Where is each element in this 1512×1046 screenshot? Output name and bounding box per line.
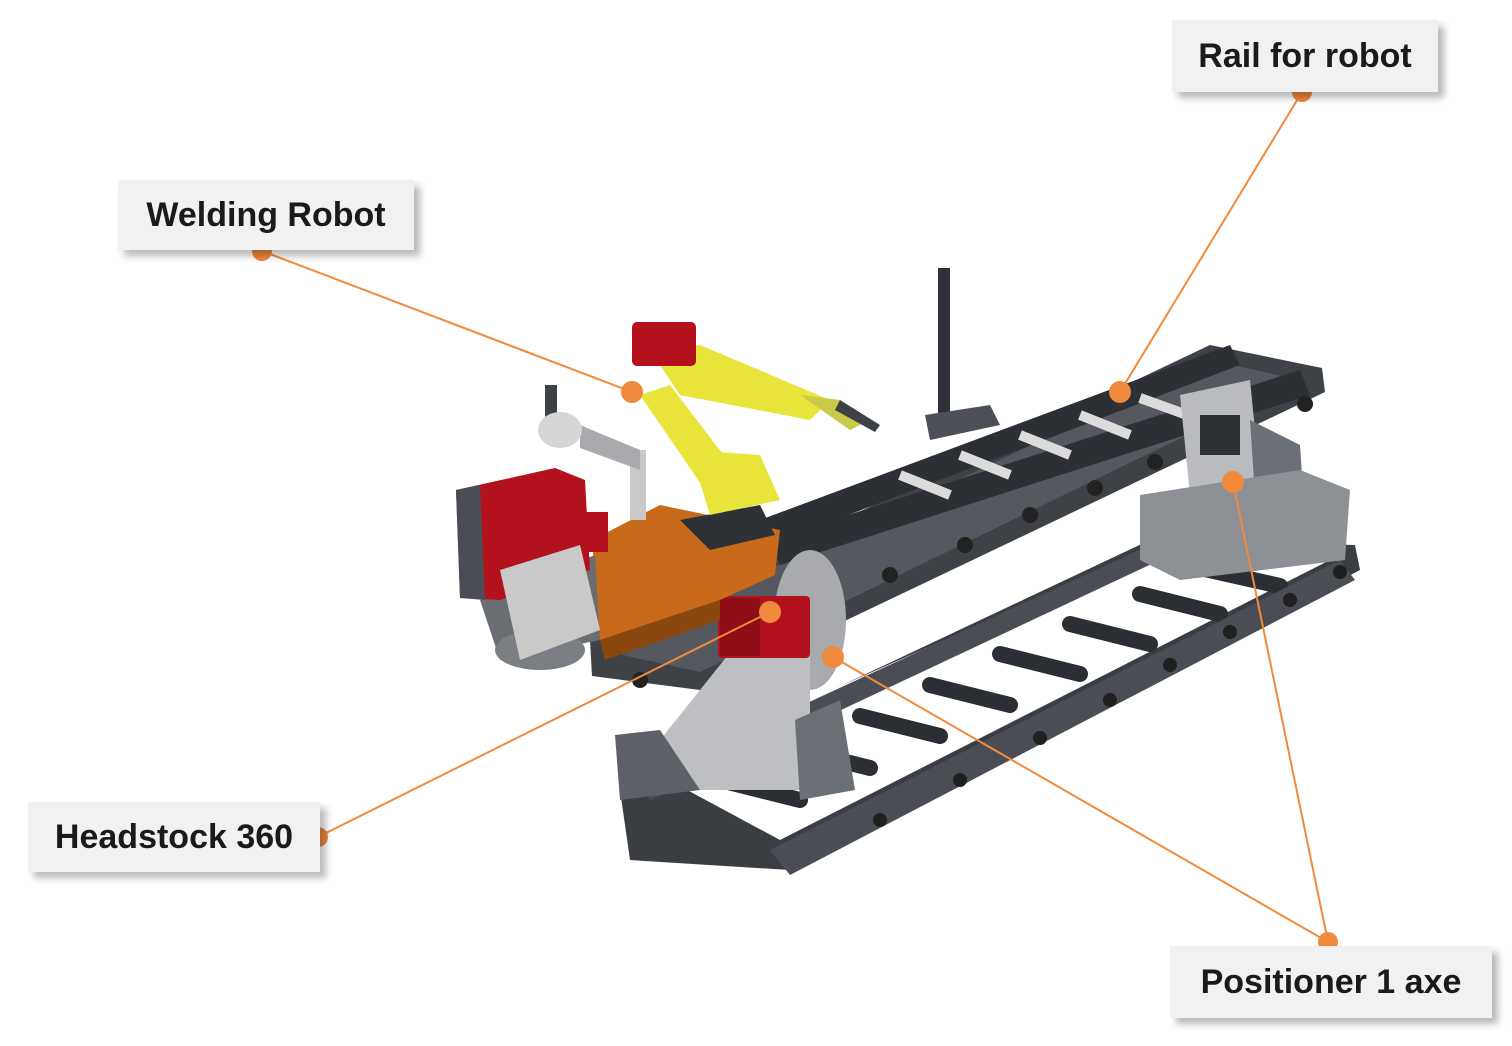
- welding-robot-arm: [632, 322, 880, 550]
- positioner-target-dot-2: [1222, 471, 1244, 493]
- callout-headstock-360: Headstock 360: [28, 802, 320, 872]
- callout-rail-for-robot: Rail for robot: [1172, 20, 1438, 92]
- positioner-target-dot-1: [822, 646, 844, 668]
- rail-target-dot: [1109, 381, 1131, 403]
- welding-target-dot: [621, 381, 643, 403]
- power-source: [456, 468, 608, 660]
- callout-welding-robot: Welding Robot: [118, 180, 414, 250]
- headstock-target-dot: [759, 601, 781, 623]
- torch-post: [925, 268, 1000, 440]
- wire-feeder: [538, 385, 646, 520]
- tailstock: [1140, 380, 1350, 580]
- leader-lines: [261, 91, 1329, 943]
- callout-positioner-1-axe: Positioner 1 axe: [1170, 946, 1492, 1018]
